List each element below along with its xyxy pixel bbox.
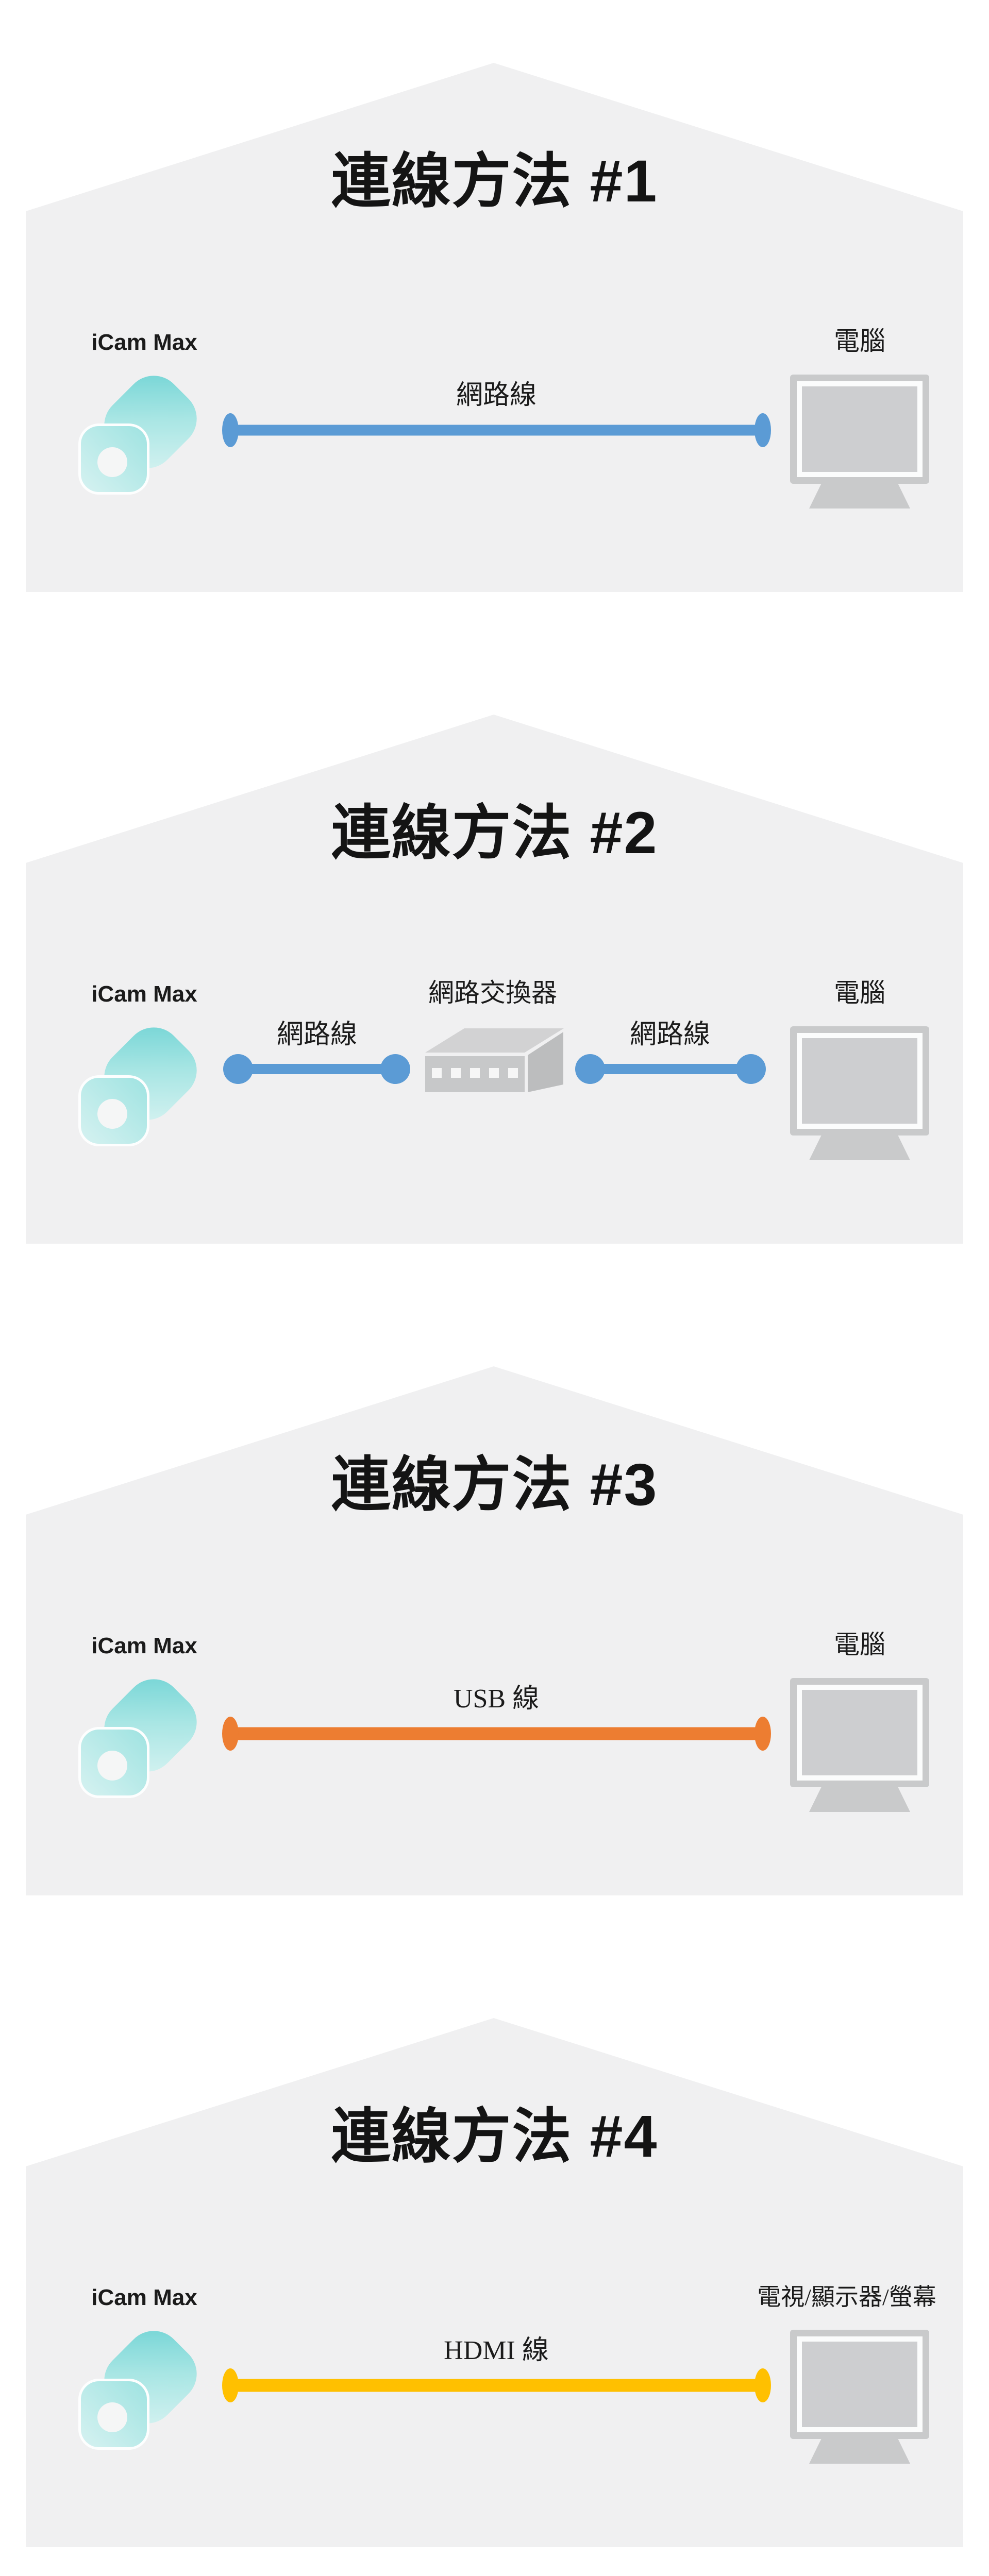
- icam-max-label: iCam Max: [91, 330, 197, 355]
- camera-lens: [97, 1751, 127, 1781]
- icam-max-label: iCam Max: [91, 981, 197, 1007]
- cable-label-left: 網路線: [276, 1020, 357, 1049]
- section-connection-method-2: 連線方法 #2 iCam Max 網路線 網路交換器 網路線: [0, 715, 989, 1246]
- cable-label: 網路線: [456, 381, 537, 410]
- camera-lens: [97, 447, 127, 477]
- network-switch-label: 網路交換器: [428, 978, 557, 1007]
- monitor-screen: [797, 1685, 923, 1781]
- icam-max-label: iCam Max: [91, 1633, 197, 1658]
- icam-max-camera-icon: [72, 359, 211, 498]
- computer-monitor-icon: [790, 1678, 929, 1787]
- ethernet-cable-line-left: [223, 1054, 410, 1084]
- computer-label: 電腦: [834, 1630, 885, 1659]
- computer-monitor-icon: [790, 1026, 929, 1136]
- camera-lens: [97, 2402, 127, 2432]
- switch-port: [432, 1068, 442, 1078]
- camera-lens: [97, 1099, 127, 1129]
- switch-top-face: [425, 1028, 564, 1053]
- icam-max-label: iCam Max: [91, 2285, 197, 2310]
- switch-port: [508, 1068, 518, 1078]
- tv-monitor-label: 電視/顯示器/螢幕: [757, 2284, 936, 2310]
- switch-port: [451, 1068, 461, 1078]
- switch-port: [470, 1068, 480, 1078]
- computer-monitor-icon: [790, 375, 929, 484]
- monitor-screen: [797, 1033, 923, 1129]
- camera-front-face: [78, 1727, 149, 1798]
- monitor-stand: [809, 1787, 910, 1812]
- network-switch-icon: [425, 1028, 564, 1092]
- switch-side-face: [528, 1032, 563, 1092]
- monitor-screen: [797, 2336, 923, 2432]
- switch-port: [489, 1068, 499, 1078]
- cable-label: HDMI 線: [444, 2336, 549, 2365]
- section-connection-method-3: 連線方法 #3 iCam Max USB 線 電腦: [0, 1366, 989, 1897]
- monitor-stand: [809, 2439, 910, 2464]
- section-title: 連線方法 #1: [331, 148, 658, 214]
- section-connection-method-4: 連線方法 #4 iCam Max HDMI 線 電視/顯示器/螢幕: [0, 2018, 989, 2549]
- section-title: 連線方法 #4: [331, 2104, 658, 2170]
- icam-max-camera-icon: [72, 2314, 211, 2453]
- computer-label: 電腦: [834, 978, 885, 1007]
- ethernet-cable-line-right: [575, 1054, 766, 1084]
- cable-label-right: 網路線: [629, 1020, 710, 1049]
- cable-label: USB 線: [453, 1684, 540, 1714]
- hdmi-cable-line: [222, 2368, 771, 2402]
- camera-front-face: [78, 2379, 149, 2450]
- computer-label: 電腦: [834, 327, 885, 355]
- section-title: 連線方法 #3: [331, 1452, 658, 1518]
- monitor-stand: [809, 1136, 910, 1160]
- section-connection-method-1: 連線方法 #1 iCam Max 網路線 電腦: [0, 63, 989, 594]
- icam-max-camera-icon: [72, 1663, 211, 1802]
- ethernet-cable-line: [222, 413, 771, 447]
- monitor-screen: [797, 381, 923, 477]
- icam-max-camera-icon: [72, 1011, 211, 1150]
- usb-cable-line: [222, 1717, 771, 1751]
- section-title: 連線方法 #2: [331, 800, 658, 866]
- tv-monitor-icon: [790, 2330, 929, 2439]
- monitor-stand: [809, 484, 910, 509]
